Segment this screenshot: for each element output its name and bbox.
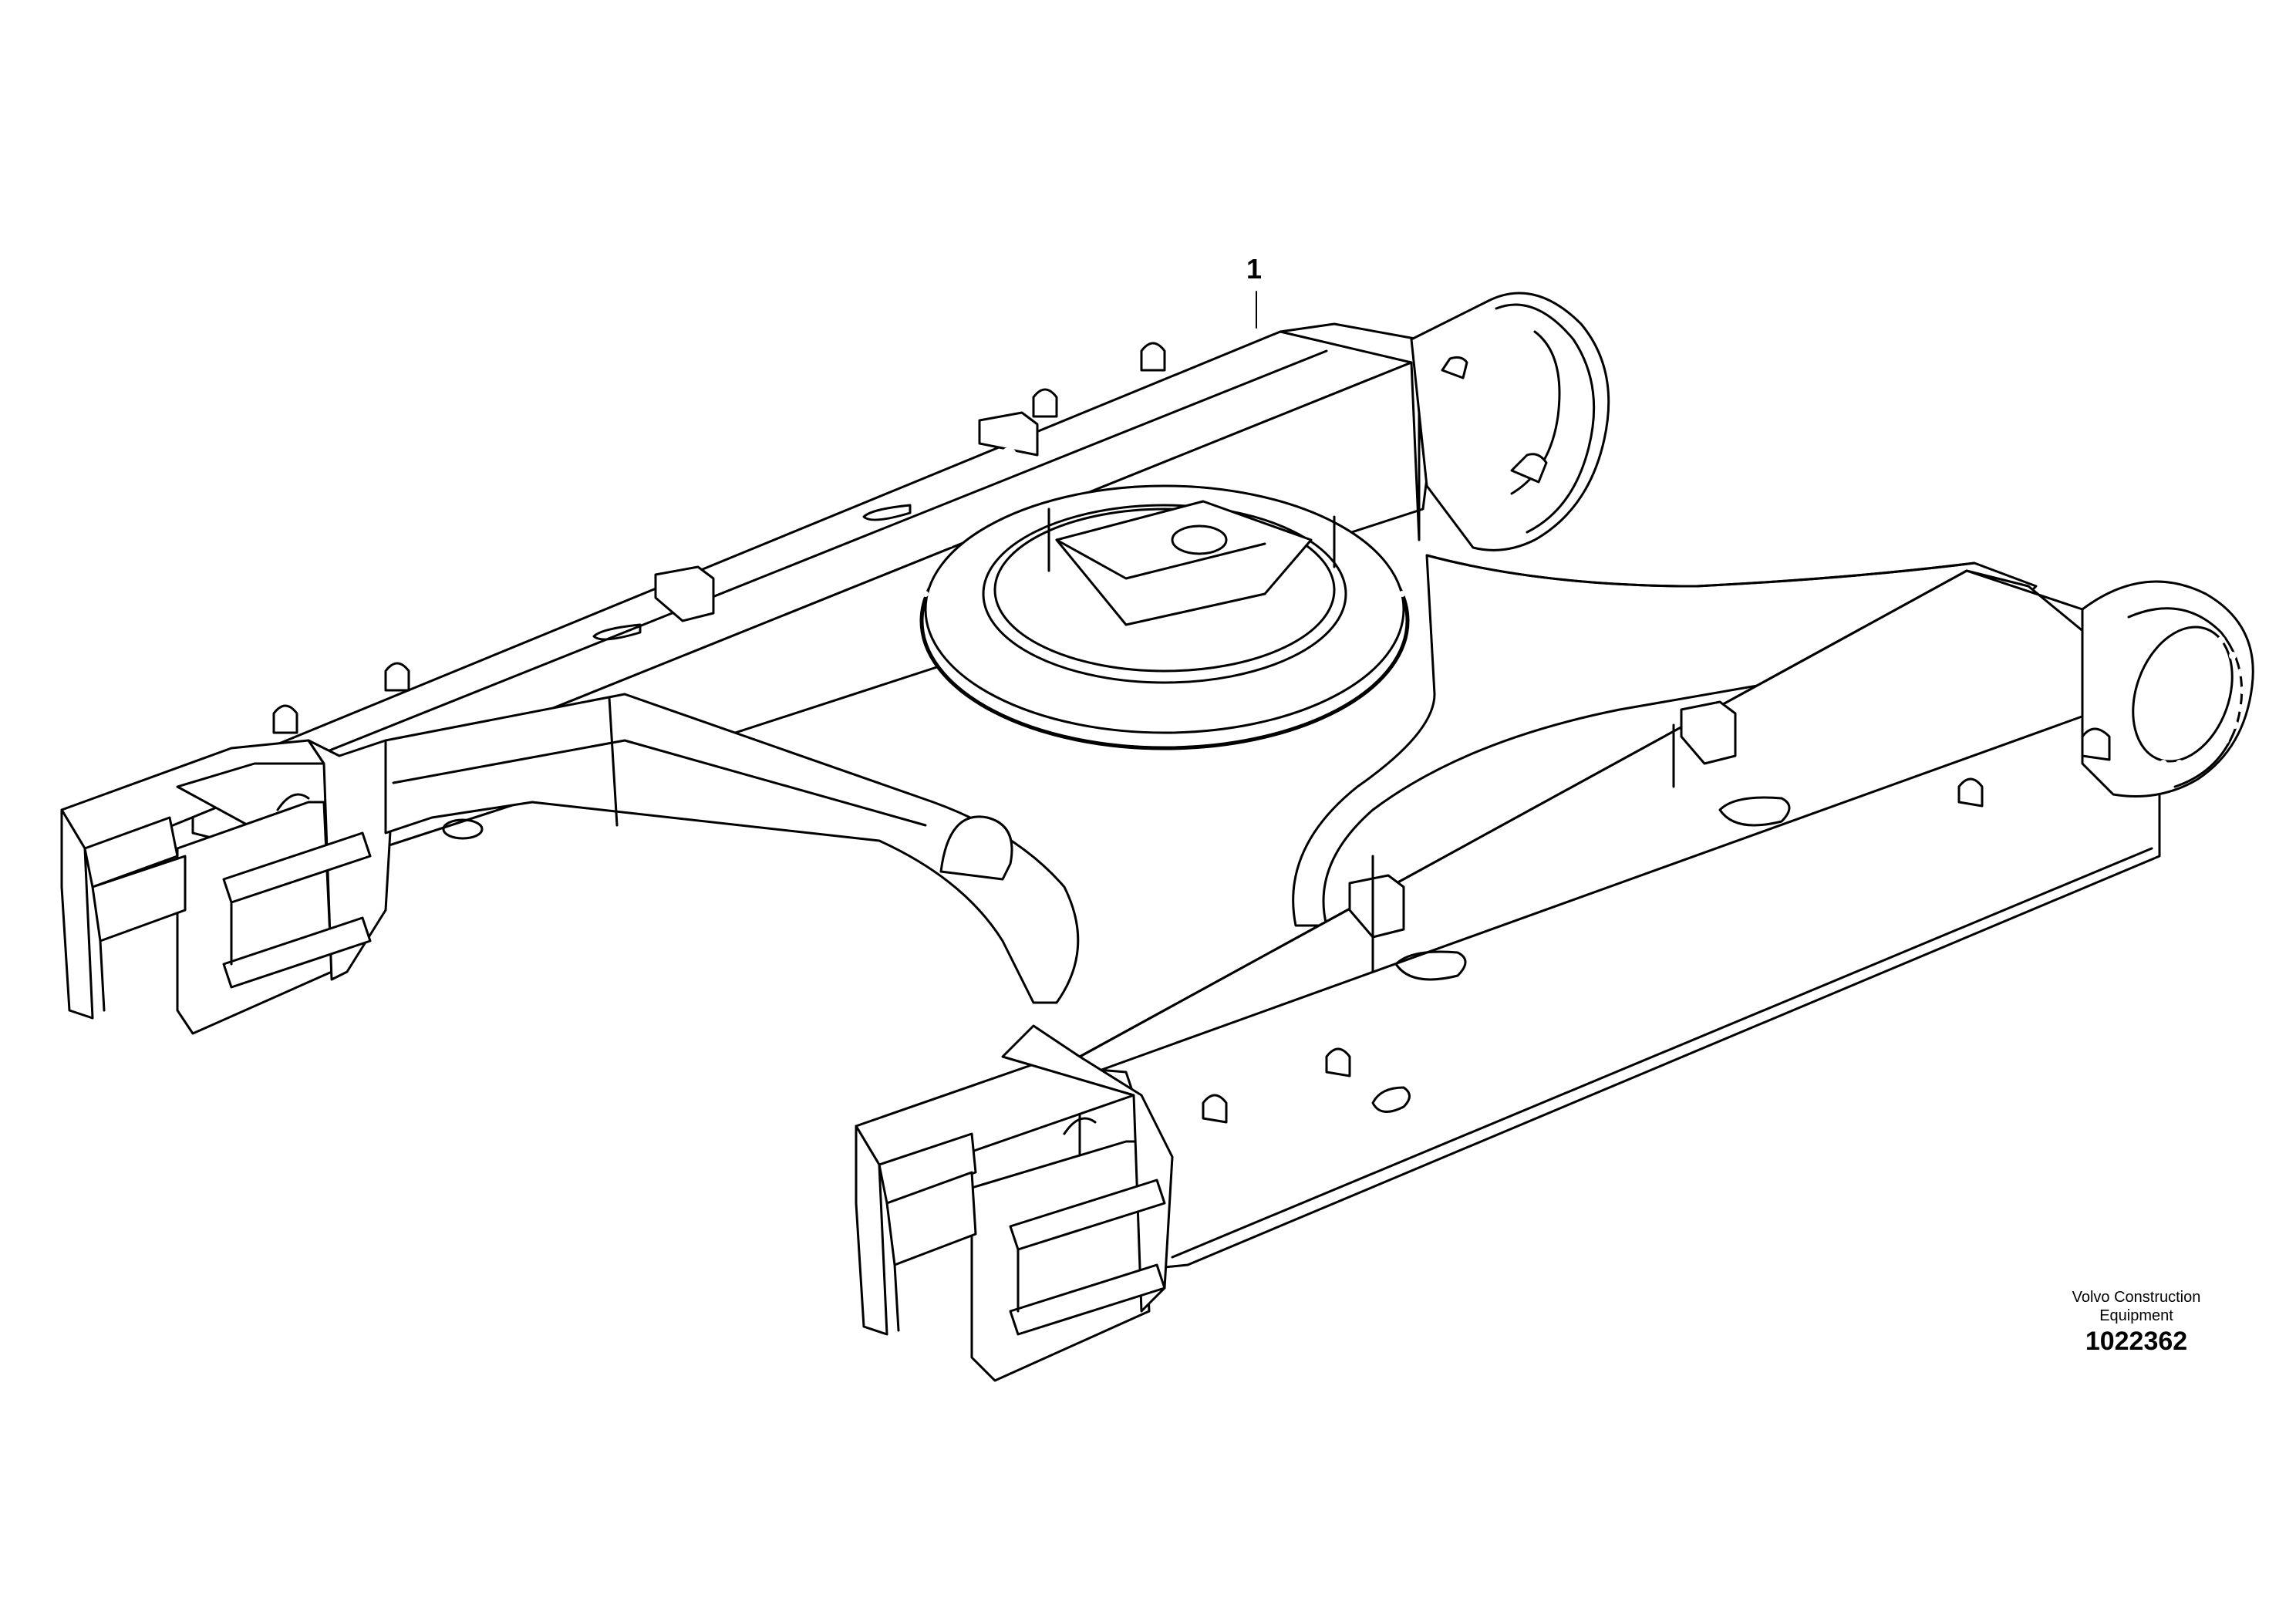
right-idler-yoke	[855, 1024, 1174, 1382]
manufacturer-label: Volvo Construction Equipment	[2021, 1288, 2252, 1325]
manufacturer-line-2: Equipment	[2099, 1307, 2173, 1324]
manufacturer-line-1: Volvo Construction	[2072, 1289, 2201, 1306]
left-idler-yoke	[60, 739, 395, 1035]
drawing-number: 1022362	[2085, 1327, 2188, 1356]
right-drive-bolt-ring	[2159, 636, 2247, 767]
ring-bolt-holes	[922, 470, 1405, 717]
swing-bearing-ring	[919, 470, 1410, 750]
callout-1: 1	[1246, 253, 1263, 285]
right-track-frame	[855, 569, 2254, 1382]
